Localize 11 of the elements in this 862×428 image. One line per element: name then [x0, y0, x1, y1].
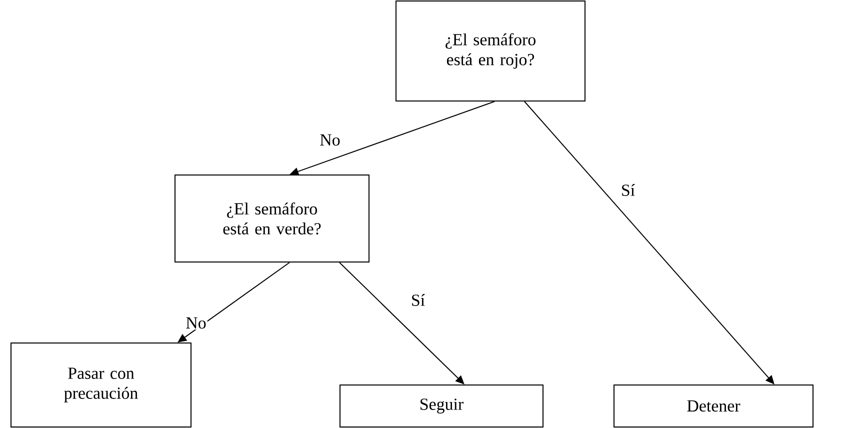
process-box: ¿El semáforo está en rojo? — [396, 0, 586, 102]
arrow — [339, 262, 464, 384]
edge-label: No — [184, 316, 208, 330]
edge-label: Sí — [620, 183, 636, 197]
process-box: Pasar con precaución — [10, 342, 192, 428]
arrow — [524, 101, 774, 384]
process-box: ¿El semáforo está en verde? — [174, 174, 370, 262]
process-box: Seguir — [340, 384, 544, 428]
process-box: Detener — [614, 384, 814, 428]
edge-label: Sí — [410, 293, 426, 307]
edge-label: No — [318, 133, 342, 147]
